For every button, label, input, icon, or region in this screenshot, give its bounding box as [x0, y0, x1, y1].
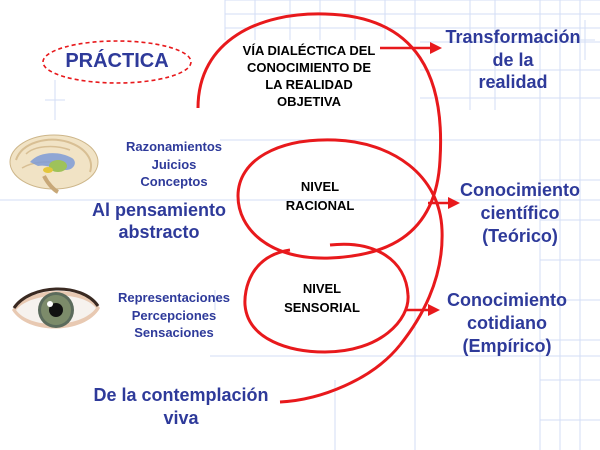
contemplacion-line-1: De la contemplación — [93, 385, 269, 405]
pensamiento-label: Al pensamiento abstracto — [76, 200, 242, 243]
pensamiento-line-1: Al pensamiento — [91, 200, 227, 220]
conocimiento-cotidiano-label: Conocimiento cotidiano (Empírico) — [434, 289, 580, 358]
nivel-sensorial-label: NIVEL SENSORIAL — [266, 280, 378, 318]
sensorial-item-3: Sensaciones — [134, 325, 214, 341]
contemplacion-line-2: viva — [163, 407, 199, 428]
practica-label: PRÁCTICA — [65, 50, 169, 72]
conocimiento-cientifico-label: Conocimiento científico (Teórico) — [448, 179, 592, 248]
spiral-top-loop — [196, 12, 444, 346]
center-title-line-2: CONOCIMIENTO DE — [247, 59, 371, 75]
cientifico-line-1: Conocimiento — [460, 180, 580, 200]
transformacion-line-3: realidad — [478, 72, 548, 92]
pensamiento-item-1: Razonamientos — [125, 139, 223, 154]
nivel-racional-line-2: RACIONAL — [285, 197, 355, 213]
cotidiano-line-1: Conocimiento — [447, 290, 567, 310]
brain-icon — [9, 134, 99, 194]
nivel-sensorial-line-1: NIVEL — [302, 281, 342, 296]
cientifico-line-2: científico — [480, 202, 560, 223]
practica-ellipse — [42, 40, 192, 84]
center-title-line-1: VÍA DIALÉCTICA DEL — [242, 43, 376, 58]
center-title: VÍA DIALÉCTICA DEL CONOCIMIENTO DE LA RE… — [214, 43, 404, 111]
spiral-sensorial-loop — [243, 242, 410, 354]
pensamiento-item-3: Conceptos — [140, 174, 208, 190]
center-title-line-3: LA REALIDAD — [265, 76, 353, 92]
contemplacion-label: De la contemplación viva — [68, 384, 294, 430]
cientifico-line-3: (Teórico) — [482, 225, 558, 246]
arrow-transformacion — [380, 42, 442, 54]
nivel-racional-label: NIVEL RACIONAL — [270, 178, 370, 216]
pensamiento-line-2: abstracto — [118, 221, 200, 242]
sensorial-items: Representaciones Percepciones Sensacione… — [104, 289, 244, 342]
transformacion-line-2: de la — [492, 49, 534, 70]
spiral-lower-path — [279, 344, 402, 404]
center-title-line-4: OBJETIVA — [276, 93, 342, 109]
nivel-sensorial-line-2: SENSORIAL — [284, 299, 360, 315]
sensorial-item-2: Percepciones — [131, 307, 217, 323]
pensamiento-items: Razonamientos Juicios Conceptos — [108, 138, 240, 191]
eye-icon — [12, 287, 100, 329]
cotidiano-line-2: cotidiano — [467, 312, 547, 333]
arrow-cotidiano — [405, 304, 440, 316]
nivel-racional-line-1: NIVEL — [300, 179, 340, 194]
arrow-cientifico — [428, 197, 460, 209]
sensorial-item-1: Representaciones — [118, 290, 230, 305]
transformacion-label: Transformación de la realidad — [428, 26, 598, 94]
transformacion-line-1: Transformación — [445, 27, 581, 47]
cotidiano-line-3: (Empírico) — [462, 335, 552, 356]
pensamiento-item-2: Juicios — [151, 156, 197, 172]
